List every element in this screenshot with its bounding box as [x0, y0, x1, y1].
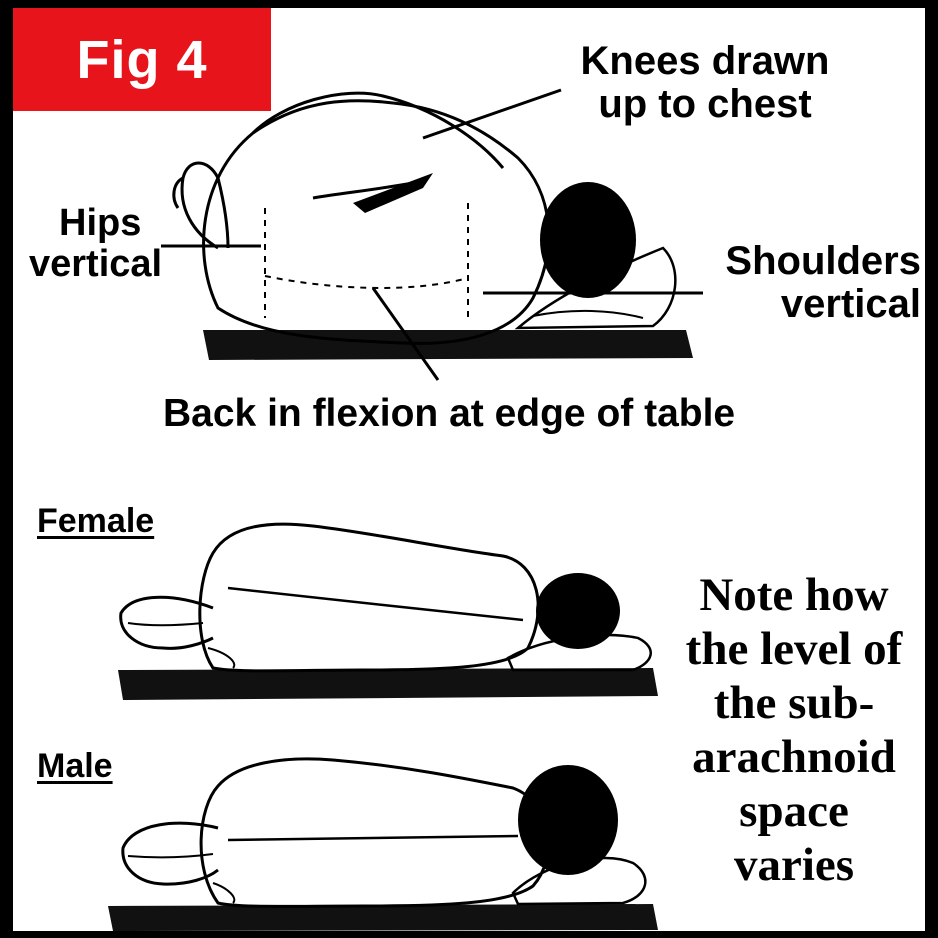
top-table: [203, 330, 693, 360]
top-body-outline: [204, 101, 549, 344]
male-table: [108, 904, 658, 931]
shoulders-label-line-2: vertical: [673, 283, 921, 326]
hips-label-line-1: Hips: [29, 203, 162, 244]
female-patient-drawing: [118, 524, 658, 700]
shoulders-label-line-1: Shoulders: [673, 240, 921, 283]
note-line-5: space: [663, 784, 925, 838]
female-table: [118, 668, 658, 700]
note-line-1: Note how: [663, 568, 925, 622]
note-text: Note how the level of the sub- arachnoid…: [663, 568, 925, 892]
figure-panel: Fig 4 Knees drawn up to chest Hips verti…: [13, 8, 925, 931]
top-patient-drawing: [161, 90, 703, 380]
male-patient-drawing: [108, 759, 658, 931]
note-line-6: varies: [663, 838, 925, 892]
figure-tag: Fig 4: [13, 8, 271, 111]
note-line-2: the level of: [663, 622, 925, 676]
shoulders-label: Shoulders vertical: [673, 240, 921, 326]
note-line-4: arachnoid: [663, 730, 925, 784]
male-head: [518, 765, 618, 875]
male-body-outline: [201, 759, 548, 906]
female-body-outline: [200, 524, 538, 671]
hips-label: Hips vertical: [29, 203, 162, 285]
female-head: [536, 573, 620, 649]
note-line-3: the sub-: [663, 676, 925, 730]
knees-label-line-1: Knees drawn: [555, 40, 855, 83]
hips-label-line-2: vertical: [29, 244, 162, 285]
male-label: Male: [37, 748, 113, 785]
female-label: Female: [37, 503, 154, 540]
top-head: [540, 182, 636, 298]
knees-label-line-2: up to chest: [555, 83, 855, 126]
top-arm: [353, 173, 433, 213]
back-label: Back in flexion at edge of table: [163, 393, 735, 435]
knees-label: Knees drawn up to chest: [555, 40, 855, 126]
